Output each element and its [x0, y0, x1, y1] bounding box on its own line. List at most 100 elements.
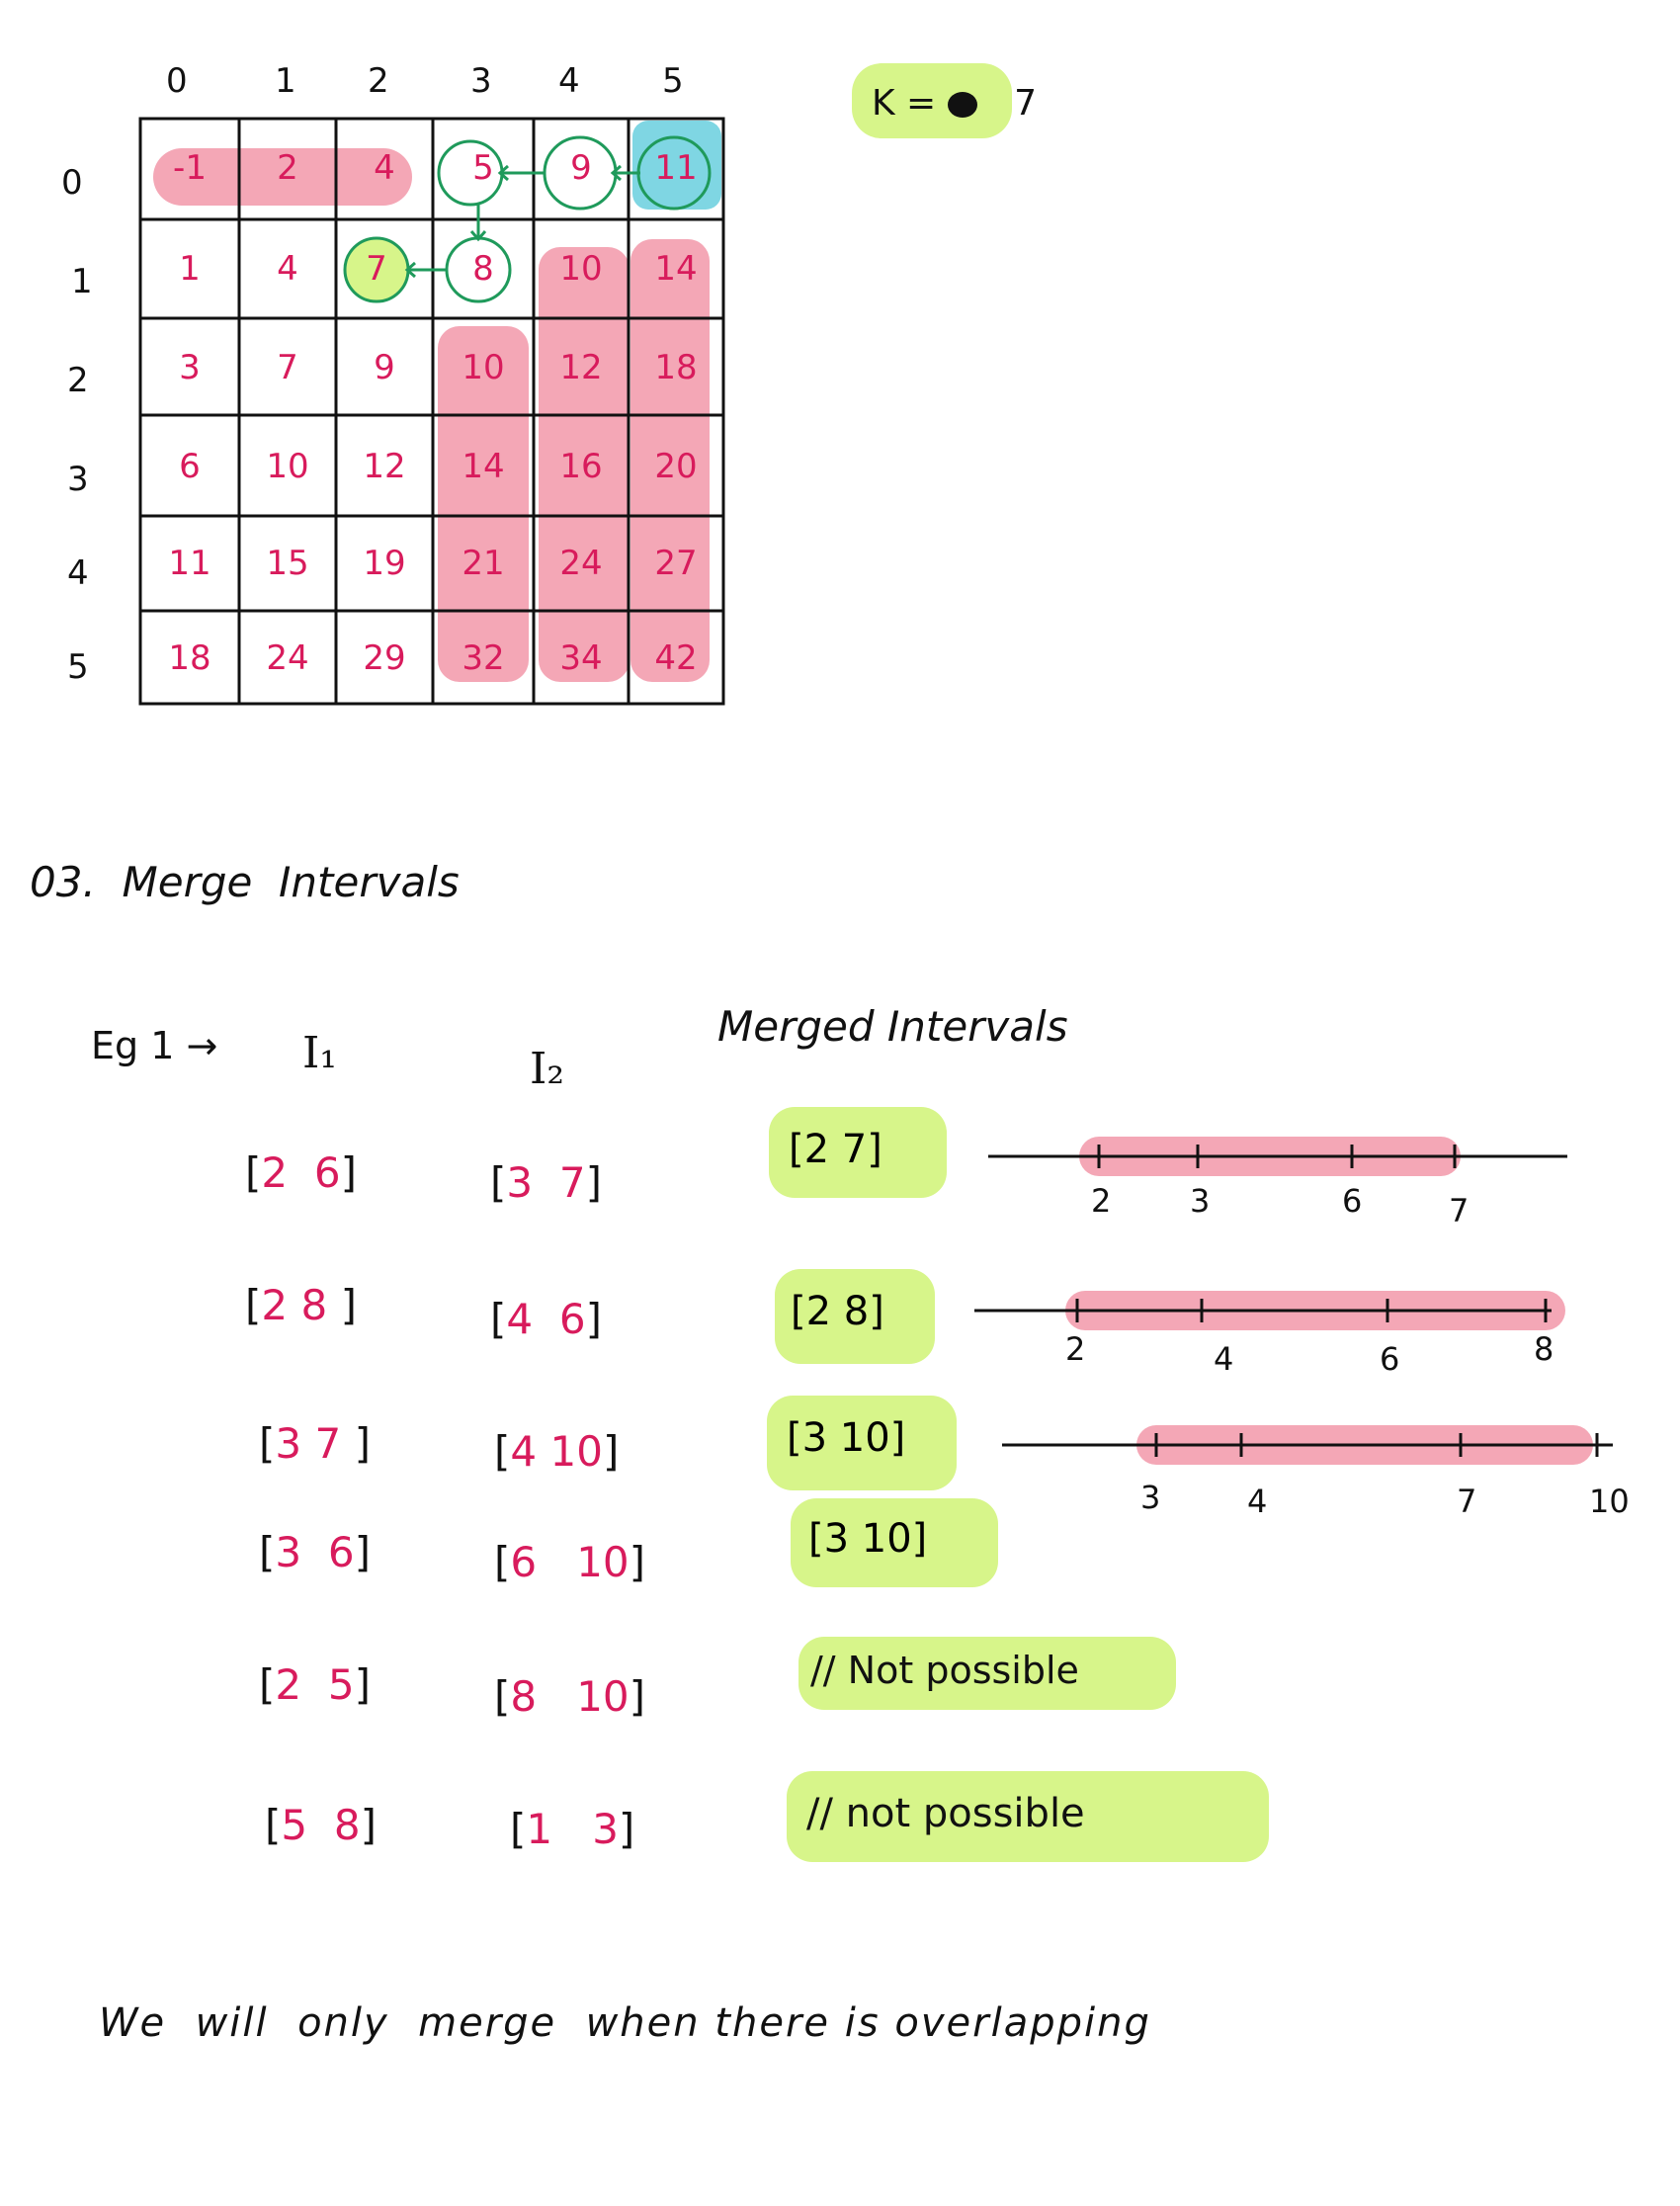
tick-label: 7	[1457, 1483, 1477, 1520]
i1-interval: [5 8]	[265, 1801, 377, 1849]
interval-start: 5	[281, 1801, 308, 1849]
col-index: 0	[166, 61, 188, 101]
matrix-cell: 7	[277, 348, 298, 387]
tick-label: 8	[1534, 1330, 1554, 1368]
matrix-cell: 24	[559, 544, 603, 583]
merged-highlight	[767, 1396, 957, 1490]
i1-interval: [2 5]	[259, 1660, 371, 1709]
col-index: 4	[558, 61, 580, 101]
col-index: 5	[662, 61, 684, 101]
i1-interval: [3 6]	[259, 1528, 371, 1576]
tick-label: 4	[1247, 1483, 1268, 1520]
i2-header: I₂	[530, 1044, 565, 1094]
interval-start: 3	[506, 1158, 534, 1207]
col-index: 3	[470, 61, 492, 101]
i2-interval: [4 10]	[494, 1427, 620, 1476]
merged-result: [2 8]	[791, 1289, 884, 1334]
interval-end: 8	[300, 1281, 328, 1329]
matrix-cell: 5	[472, 148, 494, 188]
interval-end: 6	[327, 1528, 355, 1576]
matrix-cell: -1	[173, 148, 207, 188]
section-title: 03. Merge Intervals	[30, 858, 460, 906]
matrix-cell: 4	[277, 249, 298, 289]
matrix-cell: 14	[462, 447, 505, 486]
k-text: K =	[872, 83, 937, 124]
matrix-cell: 12	[559, 348, 603, 387]
interval-start: 6	[510, 1538, 538, 1586]
merged-result: // not possible	[806, 1791, 1085, 1836]
interval-start: 4	[506, 1295, 534, 1343]
merged-result: [3 10]	[808, 1516, 928, 1562]
row-index: 3	[67, 460, 89, 499]
row-index: 2	[67, 361, 89, 400]
i2-interval: [1 3]	[510, 1805, 635, 1853]
tick-label: 6	[1342, 1182, 1363, 1220]
matrix-cell: 11	[168, 544, 211, 583]
scribble-mark	[947, 92, 977, 118]
matrix-cell: 2	[277, 148, 298, 188]
interval-end: 10	[576, 1672, 630, 1721]
interval-end: 5	[327, 1660, 355, 1709]
matrix-cell: 11	[654, 148, 698, 188]
tick-label: 3	[1190, 1182, 1211, 1220]
tick-label: 10	[1589, 1483, 1630, 1520]
cell-7-highlight	[346, 239, 407, 300]
path-arrow	[469, 205, 487, 242]
matrix-cell: 7	[366, 249, 387, 289]
col5-highlight	[630, 239, 710, 682]
row-index: 4	[67, 553, 89, 593]
row-index: 0	[61, 163, 83, 203]
interval-end: 10	[576, 1538, 630, 1586]
row0-highlight	[153, 148, 412, 206]
interval-start: 1	[526, 1805, 553, 1853]
tick-label: 2	[1091, 1182, 1112, 1220]
interval-start: 3	[275, 1419, 302, 1468]
i2-interval: [6 10]	[494, 1538, 646, 1586]
matrix-grid	[138, 117, 725, 706]
matrix-cell: 12	[363, 447, 406, 486]
interval-end: 6	[558, 1295, 586, 1343]
matrix-cell: 9	[374, 348, 395, 387]
k-value: 7	[1014, 83, 1038, 124]
matrix-cell: 9	[570, 148, 592, 188]
path-arrow	[404, 261, 447, 279]
matrix-cell: 6	[179, 447, 201, 486]
matrix-cell: 1	[179, 249, 201, 289]
interval-start: 4	[510, 1427, 538, 1476]
matrix-cell: 14	[654, 249, 698, 289]
matrix-cell: 42	[654, 638, 698, 678]
interval-start: 2	[261, 1281, 289, 1329]
merged-result: [2 7]	[789, 1127, 882, 1172]
path-arrow	[610, 164, 640, 182]
merged-highlight	[798, 1637, 1176, 1710]
i2-interval: [3 7]	[490, 1158, 602, 1207]
matrix-cell: 3	[179, 348, 201, 387]
matrix-cell: 8	[472, 249, 494, 289]
row-index: 5	[67, 647, 89, 687]
tick-label: 2	[1065, 1330, 1086, 1368]
k-highlight	[852, 63, 1012, 138]
merged-header: Merged Intervals	[717, 1002, 1068, 1051]
merged-result: [3 10]	[787, 1415, 906, 1461]
matrix-cell: 10	[559, 249, 603, 289]
interval-start: 2	[275, 1660, 302, 1709]
interval-end: 8	[333, 1801, 361, 1849]
i1-interval: [2 6]	[245, 1148, 357, 1197]
i2-interval: [8 10]	[494, 1672, 646, 1721]
matrix-cell: 18	[654, 348, 698, 387]
matrix-cell: 32	[462, 638, 505, 678]
col-index: 2	[368, 61, 389, 101]
col3-highlight	[438, 326, 529, 682]
interval-end: 7	[314, 1419, 342, 1468]
interval-start: 8	[510, 1672, 538, 1721]
matrix-cell: 19	[363, 544, 406, 583]
merged-highlight	[775, 1269, 935, 1364]
interval-end: 3	[592, 1805, 619, 1853]
i2-interval: [4 6]	[490, 1295, 602, 1343]
tick-label: 6	[1380, 1340, 1400, 1378]
path-arrow	[497, 164, 544, 182]
matrix-cell: 10	[462, 348, 505, 387]
tick-label: 7	[1449, 1192, 1470, 1230]
matrix-cell: 10	[266, 447, 309, 486]
